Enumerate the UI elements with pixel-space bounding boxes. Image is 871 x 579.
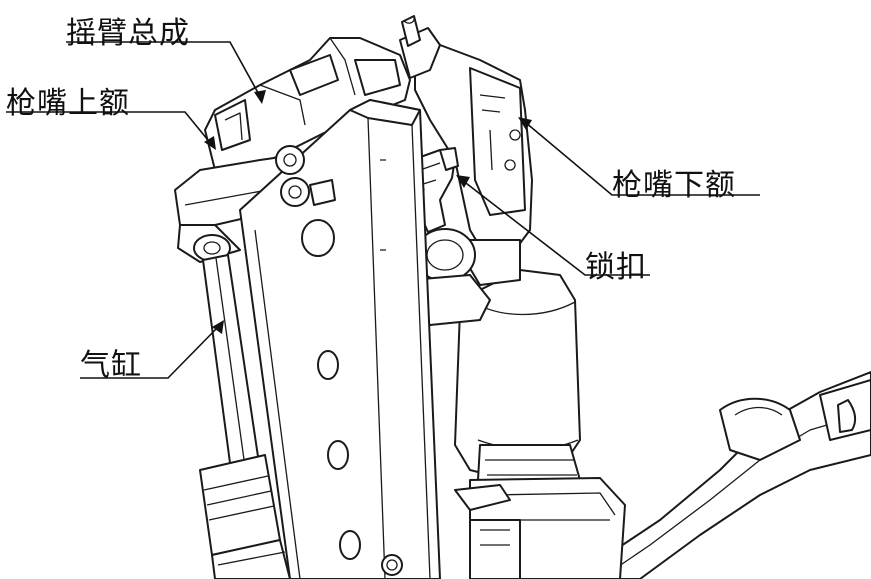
label-lock-buckle: 锁扣 — [585, 250, 647, 285]
label-swing-arm-assembly: 摇臂总成 — [66, 16, 190, 51]
lower-jaw — [399, 15, 533, 286]
air-cylinder — [199, 254, 291, 579]
base-arm — [559, 371, 871, 579]
ring-joint — [409, 228, 491, 326]
label-air-cylinder: 气缸 — [80, 348, 142, 383]
main-plate — [239, 99, 441, 579]
leaders — [6, 41, 760, 379]
swing-arm-block — [204, 37, 411, 171]
motor-body — [454, 269, 626, 579]
label-nozzle-upper-jaw: 枪嘴上额 — [6, 86, 130, 121]
label-nozzle-lower-jaw: 枪嘴下额 — [612, 168, 736, 203]
